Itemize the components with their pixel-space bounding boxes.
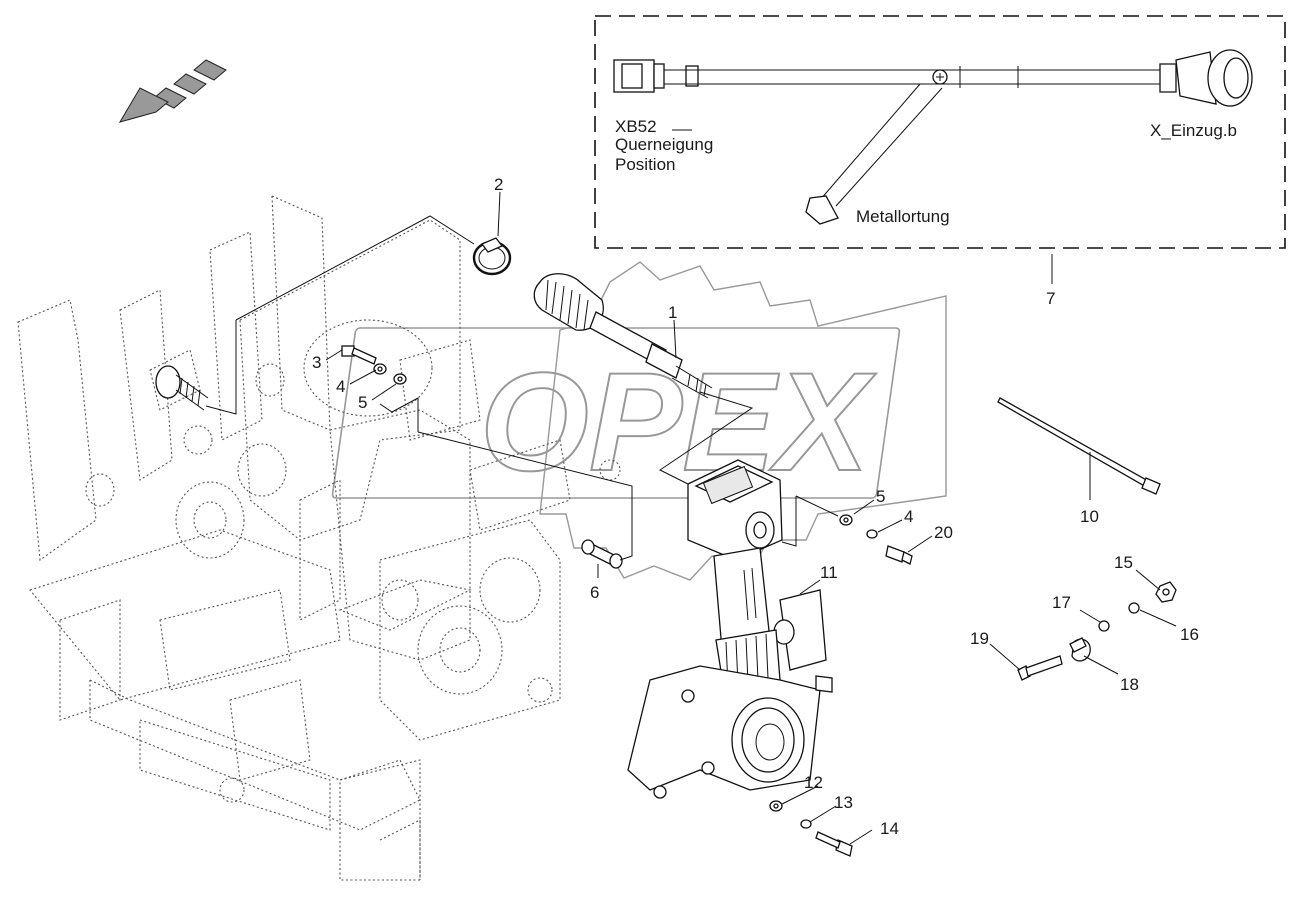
callout-13: 13 [834, 793, 853, 812]
part-11-sensor-gearbox [627, 459, 833, 799]
callout-19: 19 [970, 629, 989, 648]
callout-1: 1 [668, 303, 677, 322]
frame-threaded-pin [155, 365, 209, 411]
callout-7: 7 [1046, 289, 1055, 308]
watermark-gear [539, 261, 947, 581]
callout-5-right: 5 [876, 487, 885, 506]
callout-6: 6 [590, 583, 599, 602]
part-1-shaft-with-bellows [533, 273, 713, 399]
connector-name-line2: Position [615, 155, 675, 174]
callout-12: 12 [804, 773, 823, 792]
callout-3: 3 [312, 353, 321, 372]
callout-16: 16 [1180, 625, 1199, 644]
callout-numbers: 1 2 3 4 5 5 4 20 6 7 10 11 12 13 14 15 1… [312, 175, 1199, 838]
callout-10: 10 [1080, 507, 1099, 526]
part-2-hose-clamp [472, 237, 512, 276]
callout-11: 11 [820, 563, 838, 582]
end-connector-label: X_Einzug.b [1150, 121, 1237, 140]
part-10-cable-tie [997, 397, 1161, 495]
opex-watermark-logo: OPEX [331, 261, 947, 581]
branch-label: Metallortung [856, 207, 950, 226]
parts-12-13-14-fasteners [769, 800, 853, 857]
harness-labels: XB52 Querneigung Position X_Einzug.b Met… [615, 117, 1237, 226]
part-7-wiring-harness [594, 15, 1286, 249]
callout-2: 2 [494, 175, 503, 194]
callout-18: 18 [1120, 675, 1139, 694]
direction-arrow-icon [118, 59, 227, 123]
callout-15: 15 [1114, 553, 1133, 572]
callout-4: 4 [336, 377, 345, 396]
callout-5: 5 [358, 393, 367, 412]
leader-lines [205, 191, 1177, 845]
connector-name-line1: Querneigung [615, 135, 713, 154]
callout-20: 20 [934, 523, 953, 542]
connector-code-label: XB52 [615, 117, 657, 136]
callout-17: 17 [1052, 593, 1071, 612]
part-6-spacer [581, 539, 623, 569]
callout-14: 14 [880, 819, 899, 838]
parts-3-4-5-fasteners [303, 319, 433, 417]
machine-frame [17, 195, 621, 881]
parts-5-4-20-fasteners [839, 514, 913, 565]
parts-15-19-clamp-fasteners [1017, 581, 1177, 681]
callout-4-right: 4 [904, 507, 913, 526]
